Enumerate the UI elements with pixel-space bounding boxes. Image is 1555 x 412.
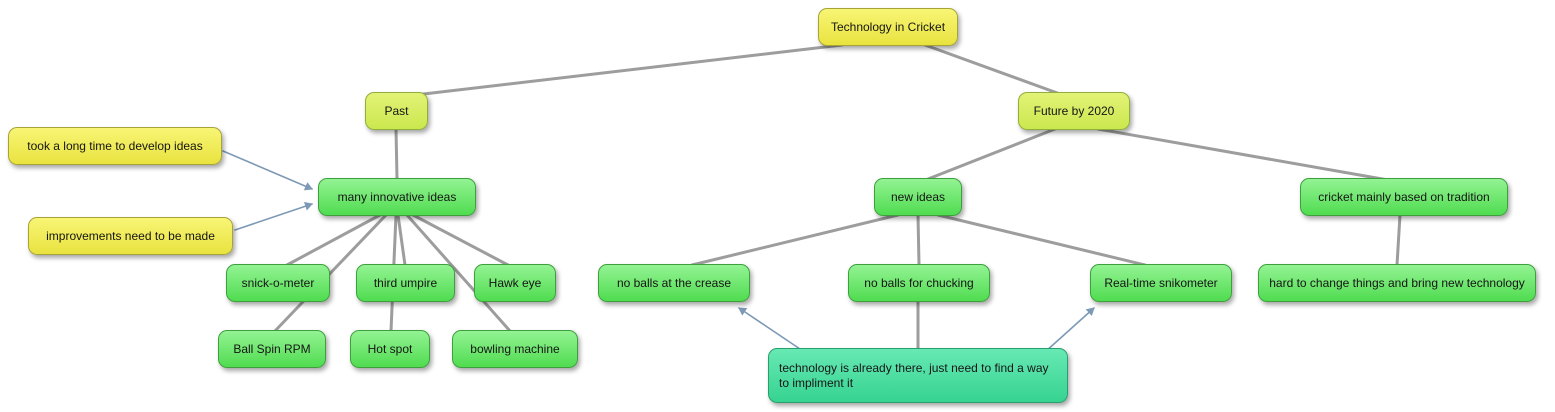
node-future-by-2020[interactable]: Future by 2020 — [1018, 92, 1130, 130]
node-hawk-eye[interactable]: Hawk eye — [474, 264, 556, 302]
edge-newideas-snikometer — [936, 213, 1147, 267]
edge-took-many-arrow — [222, 150, 313, 191]
edge-future-newideas — [926, 127, 1057, 181]
edge-past-many — [394, 127, 399, 181]
node-third-umpire[interactable]: third umpire — [356, 264, 455, 302]
node-ball-spin-rpm[interactable]: Ball Spin RPM — [218, 330, 326, 368]
node-no-balls-chucking[interactable]: no balls for chucking — [848, 264, 990, 302]
edge-teal-crease-arrow — [738, 307, 801, 350]
node-hard-to-change[interactable]: hard to change things and bring new tech… — [1258, 264, 1536, 302]
edge-root-future — [923, 43, 1062, 96]
node-technology-already-there[interactable]: technology is already there, just need t… — [768, 348, 1068, 403]
node-hot-spot[interactable]: Hot spot — [350, 330, 430, 368]
node-many-innovative-ideas[interactable]: many innovative ideas — [318, 178, 476, 216]
edge-root-past — [413, 43, 844, 97]
node-past[interactable]: Past — [365, 92, 428, 130]
edge-tradition-hard — [1395, 213, 1402, 267]
edge-newideas-crease — [690, 213, 900, 267]
node-snick-o-meter[interactable]: snick-o-meter — [226, 264, 330, 302]
node-no-balls-crease[interactable]: no balls at the crease — [598, 264, 750, 302]
node-bowling-machine[interactable]: bowling machine — [452, 330, 578, 368]
edge-newideas-chucking — [916, 213, 921, 267]
node-took-long-time[interactable]: took a long time to develop ideas — [8, 127, 222, 165]
node-technology-in-cricket[interactable]: Technology in Cricket — [818, 8, 958, 46]
edge-many-snick — [285, 213, 382, 267]
edge-many-third — [396, 213, 407, 267]
edge-many-ballspin — [273, 213, 388, 333]
edge-teal-snikometer-arrow — [1044, 307, 1095, 353]
node-realtime-snikometer[interactable]: Real-time snikometer — [1090, 264, 1232, 302]
node-new-ideas[interactable]: new ideas — [874, 178, 962, 216]
edge-many-hawk — [411, 213, 510, 267]
edge-future-tradition — [1096, 127, 1390, 182]
edge-many-bowling — [405, 213, 512, 333]
node-improvements-needed[interactable]: improvements need to be made — [28, 217, 233, 255]
edge-improvements-many-arrow — [234, 201, 313, 231]
node-based-on-tradition[interactable]: cricket mainly based on tradition — [1300, 178, 1508, 216]
